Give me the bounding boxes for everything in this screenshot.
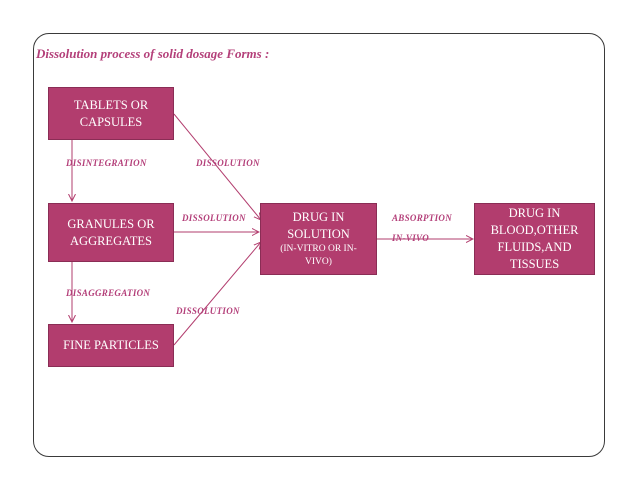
label-dissolution-fine: DISSOLUTION — [176, 306, 240, 316]
box-drug-in-solution: DRUG IN SOLUTION (IN-VITRO OR IN-VIVO) — [260, 203, 377, 275]
arrow-dissolution-fine — [173, 242, 261, 346]
box-drug-solution-label: DRUG IN SOLUTION — [287, 210, 350, 242]
label-in-vivo: IN-VIVO — [392, 233, 430, 243]
arrow-dissolution-tablets — [173, 113, 261, 220]
box-tablets-or-capsules: TABLETS OR CAPSULES — [48, 87, 174, 140]
box-granules-label: GRANULES OR AGGREGATES — [67, 216, 155, 248]
box-drug-in-blood: DRUG IN BLOOD,OTHER FLUIDS,AND TISSUES — [474, 203, 595, 275]
label-disintegration: DISINTEGRATION — [66, 158, 147, 168]
box-drug-solution-sublabel: (IN-VITRO OR IN-VIVO) — [280, 244, 357, 267]
diagram-title: Dissolution process of solid dosage Form… — [36, 46, 270, 61]
box-fine-label: FINE PARTICLES — [63, 338, 159, 353]
label-disaggregation: DISAGGREGATION — [66, 288, 151, 298]
box-drug-blood-label: DRUG IN BLOOD,OTHER FLUIDS,AND TISSUES — [490, 206, 579, 271]
label-dissolution-tablets: DISSOLUTION — [196, 158, 260, 168]
label-dissolution-granules: DISSOLUTION — [182, 213, 246, 223]
label-absorption: ABSORPTION — [392, 213, 453, 223]
box-fine-particles: FINE PARTICLES — [48, 324, 174, 367]
box-granules-or-aggregates: GRANULES OR AGGREGATES — [48, 203, 174, 262]
box-tablets-label: TABLETS OR CAPSULES — [73, 97, 149, 129]
